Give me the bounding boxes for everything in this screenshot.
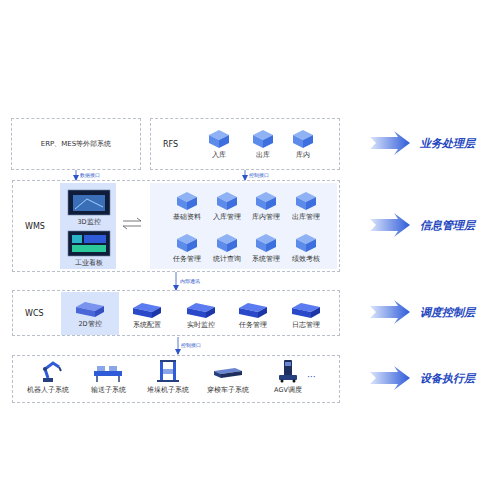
node-icon	[176, 233, 198, 253]
node-icon	[176, 191, 198, 211]
node-icon	[252, 129, 274, 149]
exchange-symbol	[123, 218, 141, 229]
node-label: 入库管理	[213, 213, 241, 222]
control-module: 实时监控	[177, 295, 225, 333]
module-cube: 绩效考核	[286, 231, 326, 269]
node-label: 任务管理	[239, 321, 267, 330]
node-label: 任务管理	[173, 255, 201, 264]
node-icon	[31, 359, 65, 383]
node-icon	[216, 191, 238, 211]
node-label: 输送子系统	[91, 386, 126, 395]
module-cube: 库内管理	[246, 189, 286, 227]
node-icon	[151, 359, 185, 383]
control-module: 日志管理	[282, 295, 330, 333]
layer-title: 设备执行层	[420, 371, 475, 386]
layer-title: 调度控制层	[420, 305, 475, 320]
interface-label: 内部通讯	[179, 278, 201, 284]
node-label: 统计查询	[213, 255, 241, 264]
control-panel: 2D管控	[61, 292, 119, 335]
system-box: ERP、MES等外部系统	[11, 118, 141, 170]
node-icon	[75, 300, 105, 318]
node-label: AGV调度	[274, 386, 302, 395]
module-cube: 系统管理	[246, 231, 286, 269]
box-title: WCS	[25, 309, 44, 318]
node-label: 出库	[256, 151, 270, 160]
node-icon	[91, 359, 125, 383]
module-cube: 统计查询	[207, 231, 247, 269]
layer-arrows	[370, 131, 410, 390]
layer-box: WCS 2D管控 系统配置 实时监控 任务管理 日志管理	[12, 290, 340, 336]
layer-title: 信息管理层	[420, 218, 475, 233]
node-label: 库内管理	[252, 213, 280, 222]
device-subsystem: 输送子系统	[79, 357, 137, 401]
connector-arrow	[76, 170, 77, 180]
module-cube: 出库	[246, 127, 280, 163]
node-icon	[295, 191, 317, 211]
node-icon	[67, 189, 111, 216]
node-label: 系统管理	[252, 255, 280, 264]
node-label: 实时监控	[187, 321, 215, 330]
node-icon	[67, 230, 111, 257]
connector-arrow	[245, 170, 246, 180]
node-icon	[211, 359, 245, 383]
connector-arrow	[176, 272, 177, 290]
node-icon	[208, 129, 230, 149]
node-label: 绩效考核	[292, 255, 320, 264]
node-icon	[132, 301, 162, 319]
module-cube: 出库管理	[286, 189, 326, 227]
module-cube: 库内	[286, 127, 320, 163]
node-label: 日志管理	[292, 321, 320, 330]
node-label: 基础资料	[173, 213, 201, 222]
module-cube: 入库管理	[207, 189, 247, 227]
control-arrow	[178, 337, 179, 354]
node-label: 堆垛机子系统	[147, 386, 189, 395]
interface-label: 控制接口	[181, 342, 201, 348]
interface-label: 数据接口	[79, 172, 101, 178]
module-cube: 入库	[202, 127, 236, 163]
control-module: 系统配置	[123, 295, 171, 333]
node-label: 穿梭车子系统	[207, 386, 249, 395]
node-label: 机器人子系统	[27, 386, 69, 395]
device-subsystem: 堆垛机子系统	[139, 357, 197, 401]
node-icon	[216, 233, 238, 253]
node-icon	[186, 301, 216, 319]
box-title: WMS	[25, 222, 45, 231]
layer-box: RFS 入库 出库 库内	[150, 118, 340, 170]
node-icon	[291, 301, 321, 319]
node-icon	[295, 233, 317, 253]
box-title: RFS	[163, 140, 178, 149]
screen-module: 3D监控	[62, 186, 116, 226]
node-icon	[255, 233, 277, 253]
node-icon	[238, 301, 268, 319]
module-cube: 基础资料	[167, 189, 207, 227]
node-label: 出库管理	[292, 213, 320, 222]
screen-module: 工业看板	[62, 227, 116, 267]
node-label: 入库	[212, 151, 226, 160]
more-mark: ···	[307, 372, 316, 382]
layer-box: WMS 3D监控工业看板 基础资料 入库管理 库内管理 出库管理任务管理 统计查询 系统管理 绩…	[12, 180, 340, 272]
layer-title: 业务处理层	[420, 136, 475, 151]
box-title: ERP、MES等外部系统	[12, 119, 140, 169]
interface-label: 控制接口	[248, 172, 270, 178]
node-icon	[255, 191, 277, 211]
node-label: 系统配置	[133, 321, 161, 330]
node-label: 工业看板	[75, 259, 103, 268]
module-cube: 任务管理	[167, 231, 207, 269]
device-subsystem: 穿梭车子系统	[199, 357, 257, 401]
device-subsystem: 机器人子系统	[19, 357, 77, 401]
node-icon	[292, 129, 314, 149]
node-label: 3D监控	[77, 218, 100, 227]
node-label: 2D管控	[78, 320, 101, 329]
node-icon	[271, 359, 305, 383]
control-module: 任务管理	[229, 295, 277, 333]
node-label: 库内	[296, 151, 310, 160]
